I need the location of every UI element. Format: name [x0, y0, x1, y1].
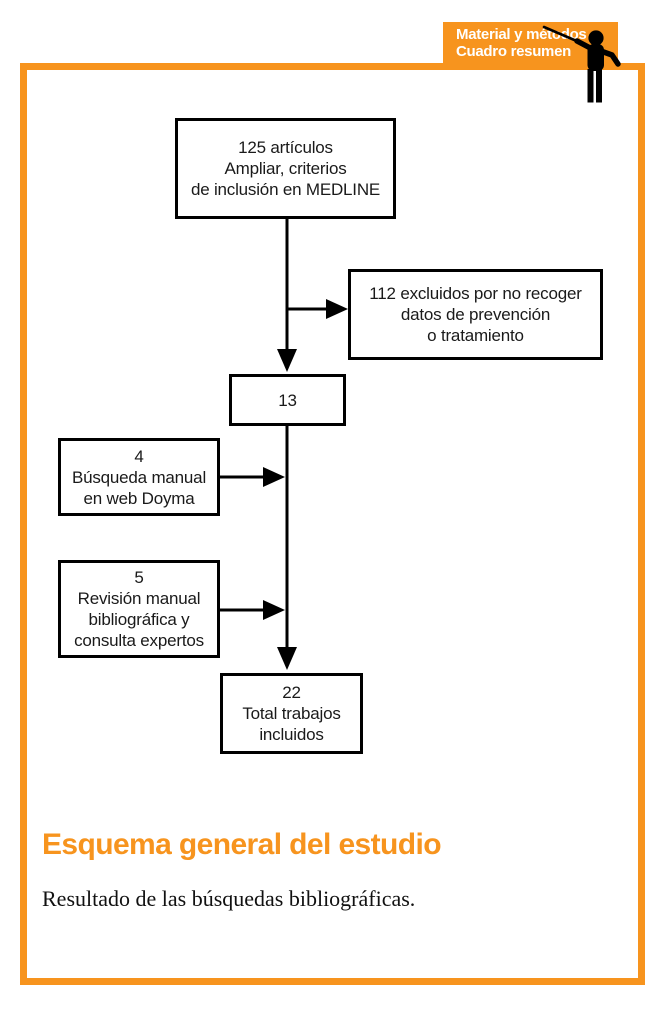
flow-box-excluded-text: 112 excluidos por no recoger datos de pr… — [369, 284, 582, 345]
flow-box-total-text: 22 Total trabajos incluidos — [242, 683, 341, 744]
flow-box-retained-count: 13 — [229, 374, 346, 426]
header-tab-subsection-label: Cuadro resumen — [456, 43, 571, 60]
flow-box-doyma-search: 4 Búsqueda manual en web Doyma — [58, 438, 220, 516]
flow-box-manual-review: 5 Revisión manual bibliográfica y consul… — [58, 560, 220, 658]
figure-caption: Resultado de las búsquedas bibliográfica… — [42, 886, 416, 911]
flow-box-review-text: 5 Revisión manual bibliográfica y consul… — [74, 568, 204, 650]
header-tab: Material y métodos Cuadro resumen — [443, 22, 618, 63]
flow-box-total-included: 22 Total trabajos incluidos — [220, 673, 363, 754]
flow-box-medline: 125 artículos Ampliar, criterios de incl… — [175, 118, 396, 219]
flow-box-excluded: 112 excluidos por no recoger datos de pr… — [348, 269, 603, 360]
presenter-icon — [542, 25, 621, 103]
figure-title: Esquema general del estudio — [42, 828, 442, 861]
flow-box-doyma-text: 4 Búsqueda manual en web Doyma — [71, 446, 207, 508]
flow-box-retained-text: 13 — [278, 390, 297, 410]
flow-box-medline-text: 125 artículos Ampliar, criterios de incl… — [190, 138, 381, 199]
